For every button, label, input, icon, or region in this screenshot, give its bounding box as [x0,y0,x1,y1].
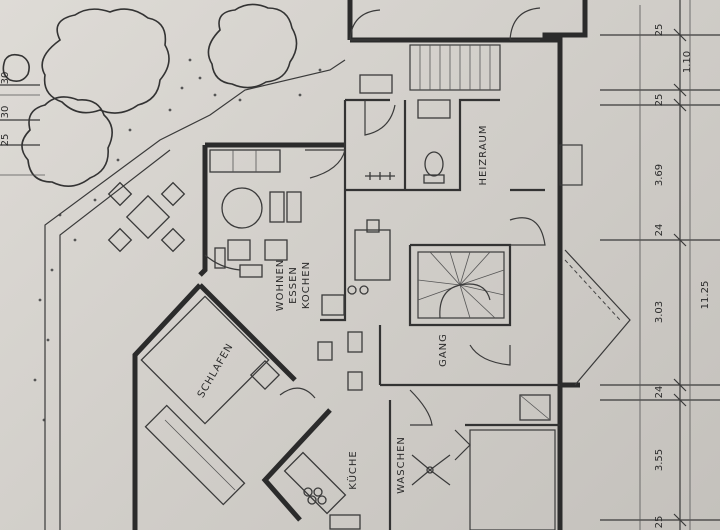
right-annex [559,144,631,386]
bedroom-furniture [140,295,281,506]
garden-dots [33,58,322,422]
room-label-kueche: KÜCHE [346,450,359,489]
living-furniture [209,149,302,278]
dim-25-mid: 25 [654,94,665,107]
room-label-essen: ESSEN [288,266,299,304]
room-label-wohnen: WOHNEN [275,259,286,312]
dim-25-left: 25 [0,134,11,147]
dim-24-a: 24 [654,224,665,237]
dimension-labels: 25 1.10 25 3.69 24 3.03 11.25 24 3.55 25… [0,24,711,529]
spiral-staircase [417,251,505,319]
kitchen-fixtures [283,331,363,530]
terrace-table-chairs [107,181,186,253]
laundry-fixtures [411,394,556,530]
dim-3-69: 3.69 [654,164,665,186]
terrace-outline [0,59,346,530]
dim-3-03: 3.03 [654,301,665,323]
tree-right-top [207,3,298,89]
boiler-unit [321,219,391,316]
door-swings [204,7,546,426]
dim-11-25: 11.25 [700,281,711,310]
interior-walls [320,98,560,530]
dim-24-b: 24 [654,386,665,399]
room-label-kochen: KOCHEN [301,261,312,309]
tree-left-middle [21,96,113,187]
tree-small-left [2,53,30,82]
room-label-waschen: WASCHEN [396,436,407,494]
garden-trees [2,3,322,422]
dim-1-10: 1.10 [682,51,693,73]
dim-25-bottom: 25 [654,516,665,529]
dim-30-left: 30 [0,72,11,85]
dim-3-55: 3.55 [654,449,665,471]
room-labels: HEIZRAUM WOHNEN ESSEN KOCHEN SCHLAFEN GA… [196,125,489,494]
room-label-schlafen: SCHLAFEN [196,342,236,400]
dim-25-top: 25 [654,24,665,37]
tree-large-top [41,8,170,114]
room-label-heizraum: HEIZRAUM [478,125,489,186]
entrance-stair [409,44,501,91]
wc-fixtures [359,74,451,184]
room-label-gang: GANG [438,333,449,367]
dim-30-left2: 30 [0,106,11,119]
